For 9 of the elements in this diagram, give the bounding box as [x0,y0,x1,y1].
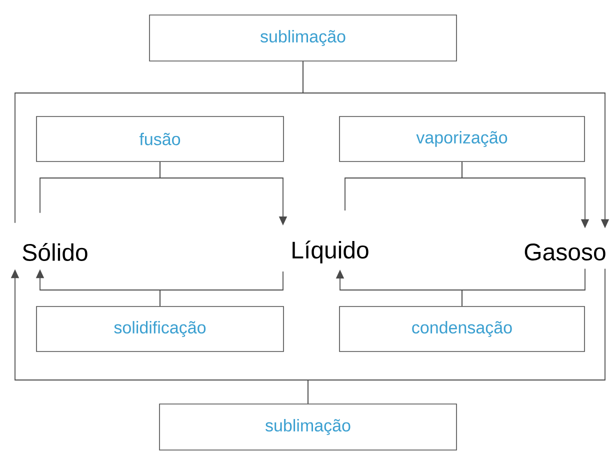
process-box: fusão [36,116,284,162]
state-label: Líquido [292,240,368,264]
process-box: condensação [339,306,585,352]
state-label: Sólido [22,243,88,261]
process-box: sublimação [159,404,457,450]
process-box: solidificação [36,306,284,352]
state-label: Gasoso [524,244,606,260]
process-box: vaporização [339,116,585,162]
process-box: sublimação [149,14,457,62]
